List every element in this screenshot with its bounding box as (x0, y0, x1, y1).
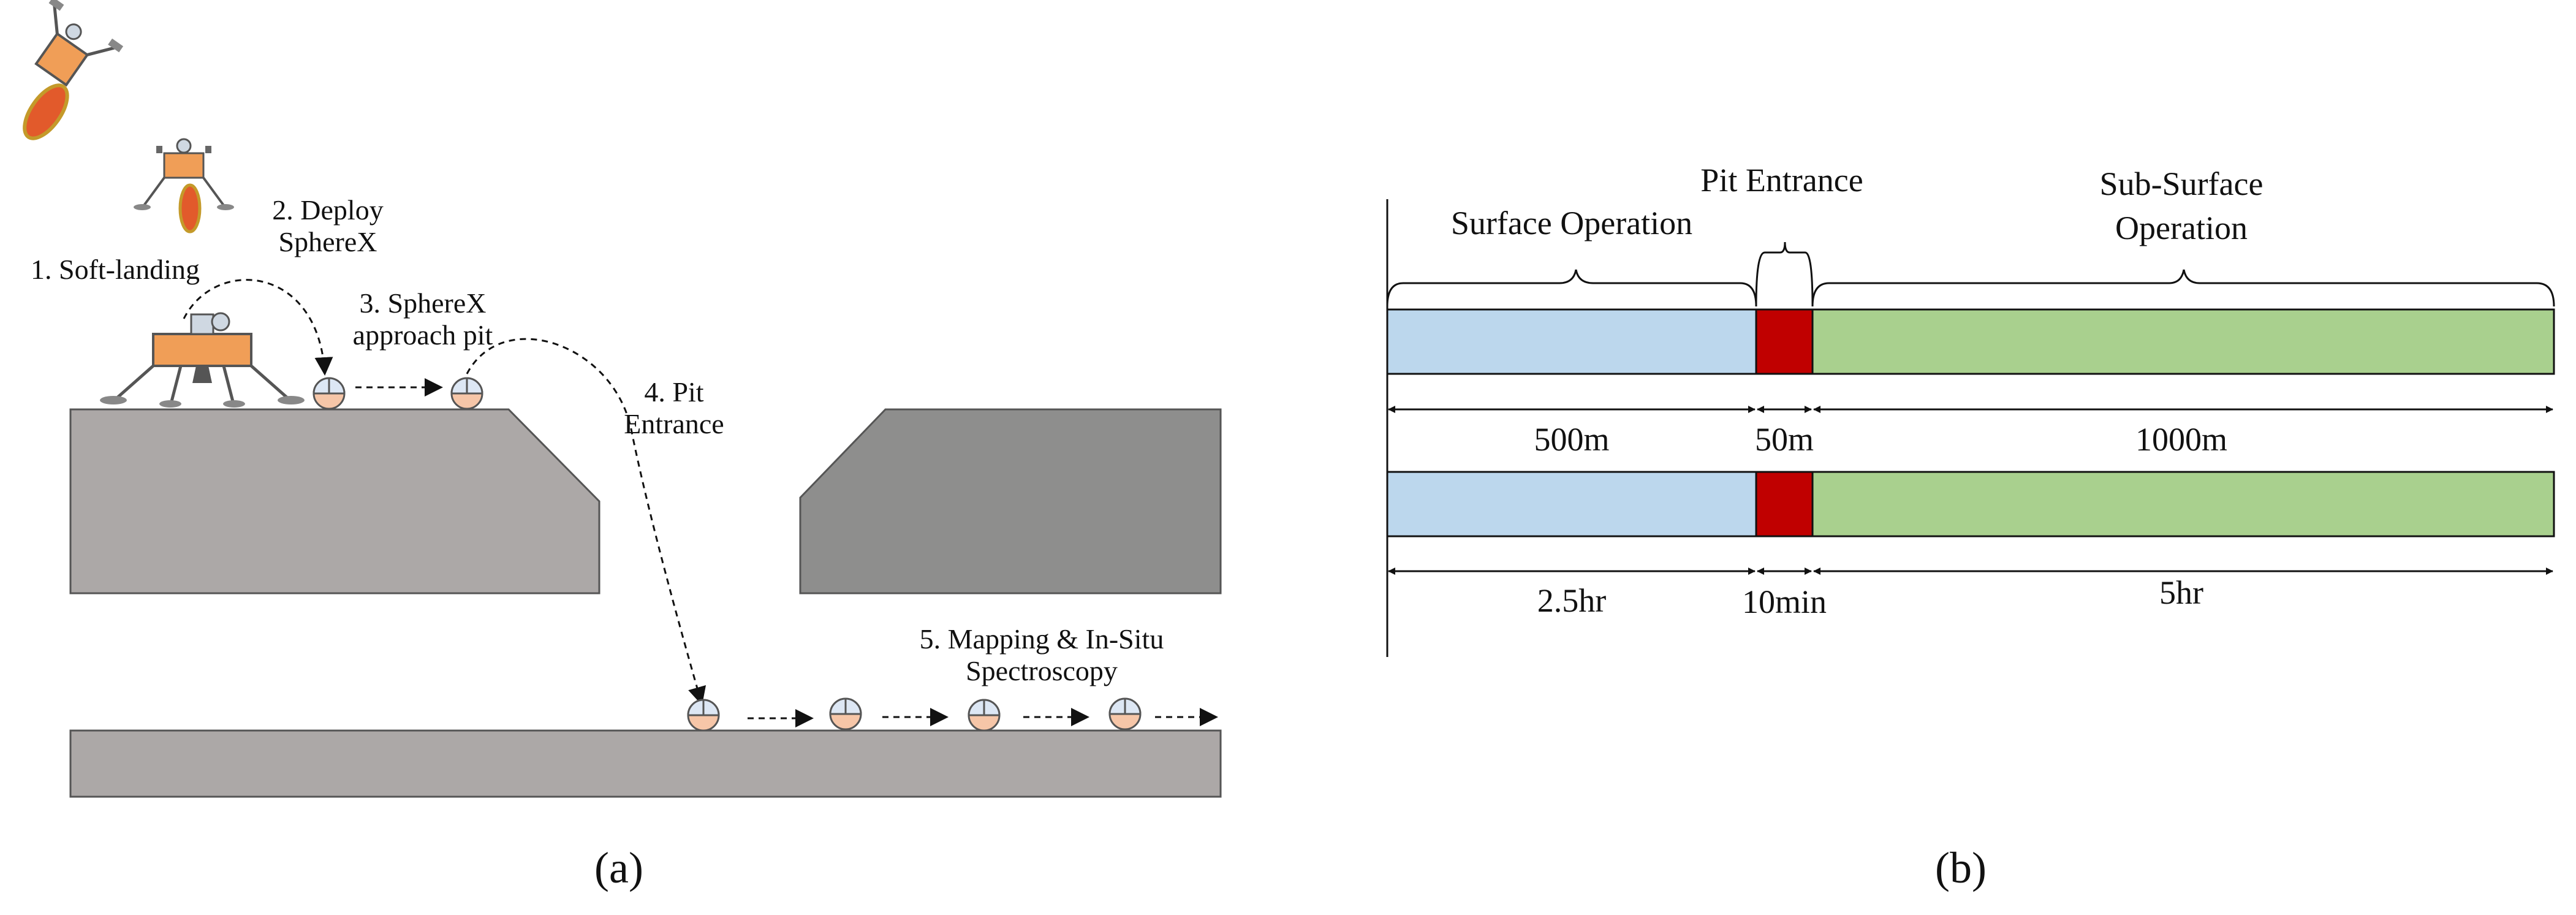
pit-brace (1755, 241, 1814, 307)
panel-a-caption: (a) (594, 843, 643, 892)
distance-subsurface-label: 1000m (2135, 421, 2227, 458)
spherex-robot-floor-3 (968, 699, 1001, 732)
surface-ground-right (799, 408, 1222, 594)
pit-floor (69, 729, 1222, 798)
spherex-robot-deployed (313, 377, 346, 410)
step2-label-line1: 2. Deploy (272, 194, 383, 226)
descending-lander-icon (23, 0, 124, 140)
distance-surface-label: 500m (1534, 421, 1609, 458)
distance-bar-surface (1386, 308, 1757, 375)
pit-section-label: Pit Entrance (1700, 162, 1863, 199)
surface-section-label: Surface Operation (1451, 205, 1692, 241)
step2-label-line2: SphereX (279, 226, 377, 257)
step4-label-line1: 4. Pit (644, 376, 703, 408)
subsurface-section-label-line1: Sub-Surface (2100, 165, 2263, 202)
spherex-robot-floor-2 (829, 697, 862, 731)
step5-label-line1: 5. Mapping & In-Situ (920, 623, 1164, 655)
spherex-robot-floor-1 (687, 699, 720, 732)
time-bar-pit (1755, 471, 1814, 537)
step3-label-line2: approach pit (353, 319, 493, 351)
surface-brace (1386, 269, 1757, 307)
landed-lander-icon (100, 312, 305, 408)
step1-label: 1. Soft-landing (31, 254, 200, 285)
time-bar-surface (1386, 471, 1757, 537)
distance-pit-label: 50m (1755, 421, 1814, 458)
spherex-robot-floor-4 (1108, 697, 1142, 731)
panel-b: Surface Operation Pit Entrance Sub-Surfa… (1386, 162, 2555, 892)
panel-b-caption: (b) (1935, 843, 1987, 892)
step5-label-line2: Spectroscopy (966, 655, 1118, 686)
time-surface-label: 2.5hr (1537, 582, 1607, 619)
deploy-trajectory (183, 279, 333, 376)
time-pit-label: 10min (1742, 583, 1827, 620)
time-bar-subsurface (1811, 471, 2555, 537)
lander-deploy-icon (134, 138, 234, 233)
pit-entrance-trajectory (466, 338, 707, 705)
step3-label-line1: 3. SphereX (360, 287, 487, 319)
step4-label-line2: Entrance (624, 408, 724, 439)
subsurface-brace (1811, 269, 2555, 307)
time-subsurface-label: 5hr (2159, 574, 2203, 611)
distance-bar-subsurface (1811, 308, 2555, 375)
panel-a: 1. Soft-landing 2. Deploy SphereX 3. Sph… (23, 0, 1222, 892)
distance-bar-pit (1755, 308, 1814, 375)
surface-ground-left (69, 408, 600, 594)
subsurface-section-label-line2: Operation (2115, 210, 2248, 246)
spherex-robot-approach (450, 377, 483, 410)
